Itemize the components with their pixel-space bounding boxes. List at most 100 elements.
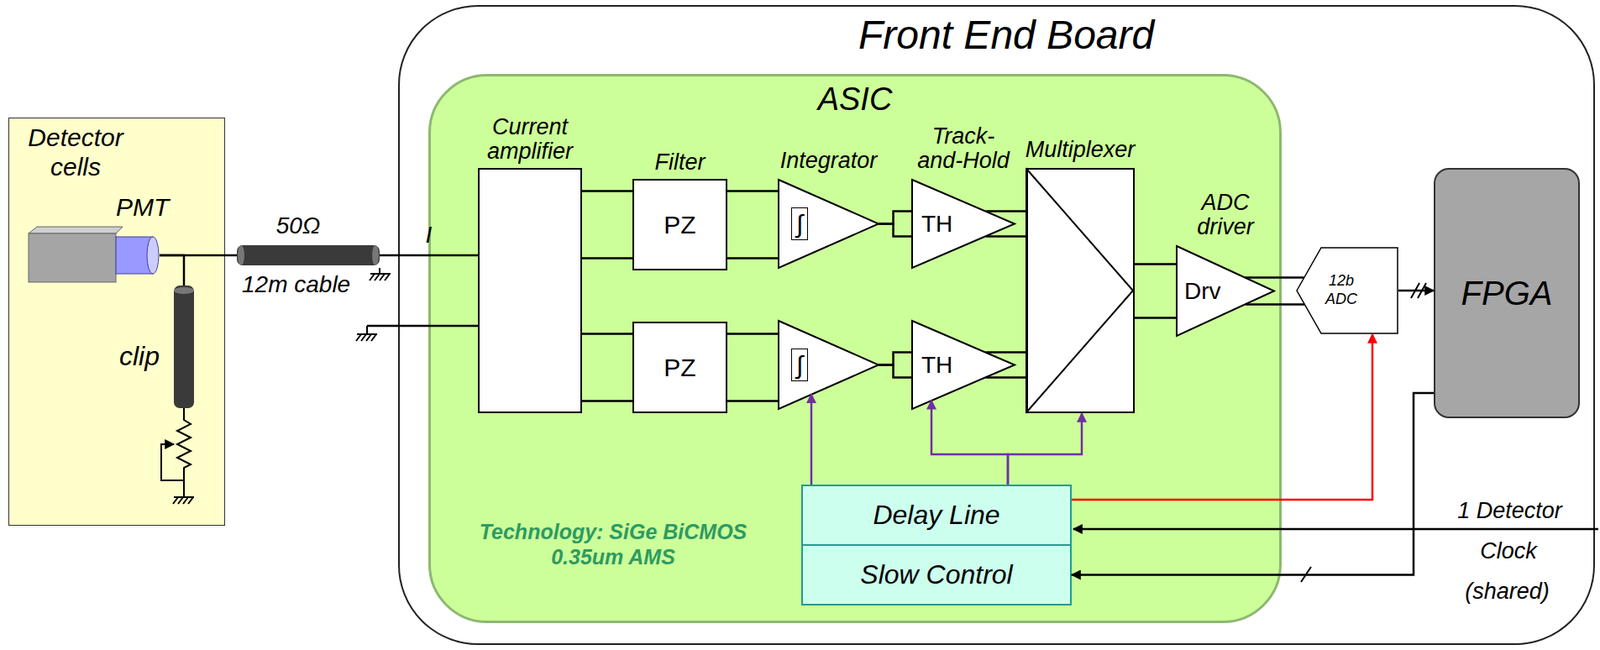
label-holder: 1 Detector Clock (shared) <box>1437 492 1580 614</box>
fpga-box: FPGA <box>1433 167 1580 419</box>
pz-filter: PZ <box>632 321 728 414</box>
track-and-hold: Track- and-HoldTH <box>911 178 1016 269</box>
text-holder: ADC driver <box>1183 190 1268 241</box>
pmt-tube-outline <box>28 225 160 286</box>
text-holder: Filter <box>629 150 731 176</box>
text-holder: clip <box>119 340 160 373</box>
integrator: Integrator∫ <box>777 178 880 269</box>
connector <box>1071 334 1373 500</box>
detector-panel-text: Detector cells <box>12 123 139 182</box>
asic-region-text: ASIC <box>430 81 1280 118</box>
connector-line <box>1245 276 1305 279</box>
adc-chip-text: 12b ADC <box>1322 272 1360 309</box>
connector <box>931 400 1008 485</box>
ground-symbol <box>173 497 195 504</box>
track-and-hold: TH <box>911 320 1016 410</box>
pz-filter-text: PZ <box>663 353 696 383</box>
text-holder: Delay Line <box>872 499 1000 531</box>
technology-note: Technology: SiGe BiCMOS 0.35um AMS <box>445 519 782 570</box>
slow-control-box: Slow Control <box>801 544 1072 606</box>
coax-cable-text: 50Ω <box>264 212 332 240</box>
integrator: ∫ <box>777 320 880 410</box>
detector-panel: Detector cellsPMT clip <box>8 117 226 526</box>
connector <box>1071 393 1434 576</box>
connector-line <box>159 255 184 286</box>
connector-line <box>1134 262 1176 266</box>
connector-line <box>878 365 912 378</box>
multiplexer: Multiplexer <box>1025 167 1135 414</box>
connector <box>1245 278 1306 305</box>
fpga-box-text: FPGA <box>1461 274 1553 313</box>
resistor-wiper <box>161 444 184 481</box>
multiplexer-outline <box>1025 167 1135 414</box>
connector-line <box>727 332 778 336</box>
text-holder: FPGA <box>1461 274 1553 313</box>
integrator-text: ∫ <box>791 207 808 242</box>
ground-symbol <box>369 267 391 281</box>
ground-symbol <box>356 325 378 341</box>
connector <box>811 393 813 485</box>
adc-driver-text: ADC driver <box>1183 190 1268 241</box>
text-holder: 12b ADC <box>1322 272 1360 309</box>
connector-line <box>878 224 912 237</box>
connector <box>986 352 1026 378</box>
clock-label: 1 Detector Clock (shared) <box>1454 498 1563 604</box>
connector-line <box>1134 316 1176 320</box>
label-holder: Technology: SiGe BiCMOS 0.35um AMS <box>445 519 782 570</box>
pmt-tube-text: PMT <box>115 193 169 222</box>
connector <box>727 334 778 402</box>
pz-filter-text: PZ <box>663 210 696 240</box>
connector-line <box>582 189 633 193</box>
clip-cable-outline <box>171 285 197 409</box>
connector <box>1007 413 1082 485</box>
pz-filter-text: Filter <box>629 150 731 176</box>
connector <box>1398 290 1434 292</box>
multiplexer-text: Multiplexer <box>1012 137 1148 163</box>
text-holder: 50Ω <box>264 212 332 240</box>
input-wire <box>367 325 478 328</box>
connector-line <box>986 351 1026 354</box>
connector <box>878 352 912 378</box>
connector-line <box>878 211 912 225</box>
pmt-tube: PMT <box>28 225 160 286</box>
connector-line <box>1007 413 1082 485</box>
text-holder: ∫ <box>791 348 808 383</box>
connector-line <box>727 189 778 193</box>
text-holder: 12m cable <box>241 271 351 299</box>
text-holder: Front End Board <box>858 11 1155 58</box>
signal-label: I <box>408 221 451 249</box>
delay-line-box-text: Delay Line <box>872 499 1000 531</box>
connector-line <box>878 352 912 366</box>
adc-driver: ADC driverDrv <box>1175 245 1275 337</box>
connector <box>878 211 912 237</box>
track-and-hold-text: Track- and-Hold <box>911 124 1017 174</box>
track-and-hold-text: TH <box>921 210 953 238</box>
connector <box>986 211 1026 237</box>
connector <box>582 191 633 259</box>
connector-line <box>582 332 633 336</box>
delay-line-box: Delay Line <box>801 484 1072 546</box>
text-holder: PZ <box>663 353 696 383</box>
connector-line <box>1071 334 1373 500</box>
connector-line <box>986 235 1026 238</box>
current-amplifier-text: Current amplifier <box>458 115 602 165</box>
text-holder: Detector cells <box>12 123 139 182</box>
pz-filter: FilterPZ <box>632 178 728 271</box>
clip-cable-text: clip <box>119 340 160 373</box>
connector-line <box>379 254 478 258</box>
connector <box>582 334 633 402</box>
text-holder: PZ <box>663 210 696 240</box>
text-holder: Drv <box>1184 278 1222 305</box>
adc-driver-text: Drv <box>1184 278 1222 305</box>
connector-line <box>727 257 778 260</box>
adc-chip: 12b ADC <box>1295 246 1399 335</box>
connector-line <box>931 400 1008 485</box>
clock-line <box>1073 528 1599 531</box>
front-end-board-text: Front End Board <box>858 11 1155 58</box>
connector-line <box>727 399 778 403</box>
connector-line <box>1398 289 1434 293</box>
